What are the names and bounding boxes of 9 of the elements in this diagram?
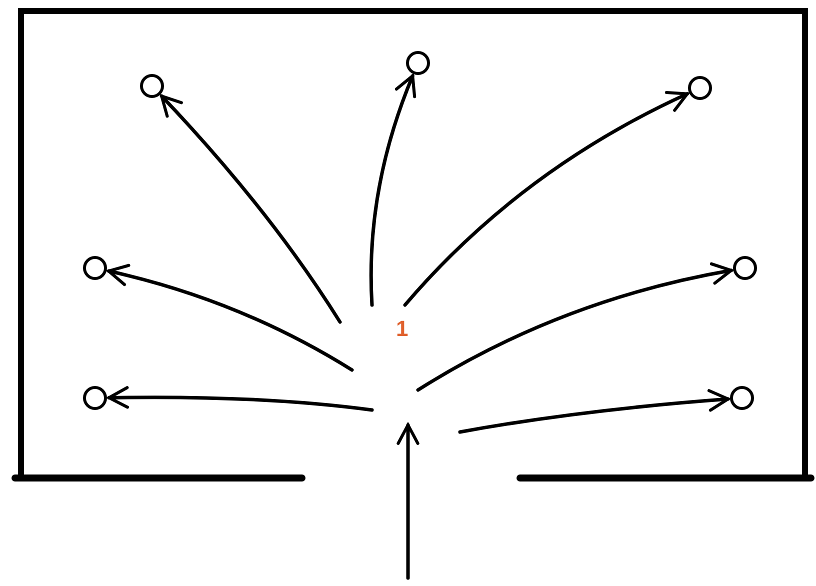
callout-number: 1	[396, 318, 408, 340]
arrow	[106, 264, 354, 372]
arrow	[416, 262, 733, 392]
arrow	[396, 423, 420, 580]
arrow	[369, 74, 416, 307]
arrow	[160, 94, 342, 324]
arrow	[403, 91, 689, 307]
arrow	[107, 386, 374, 412]
arrow	[458, 389, 730, 434]
